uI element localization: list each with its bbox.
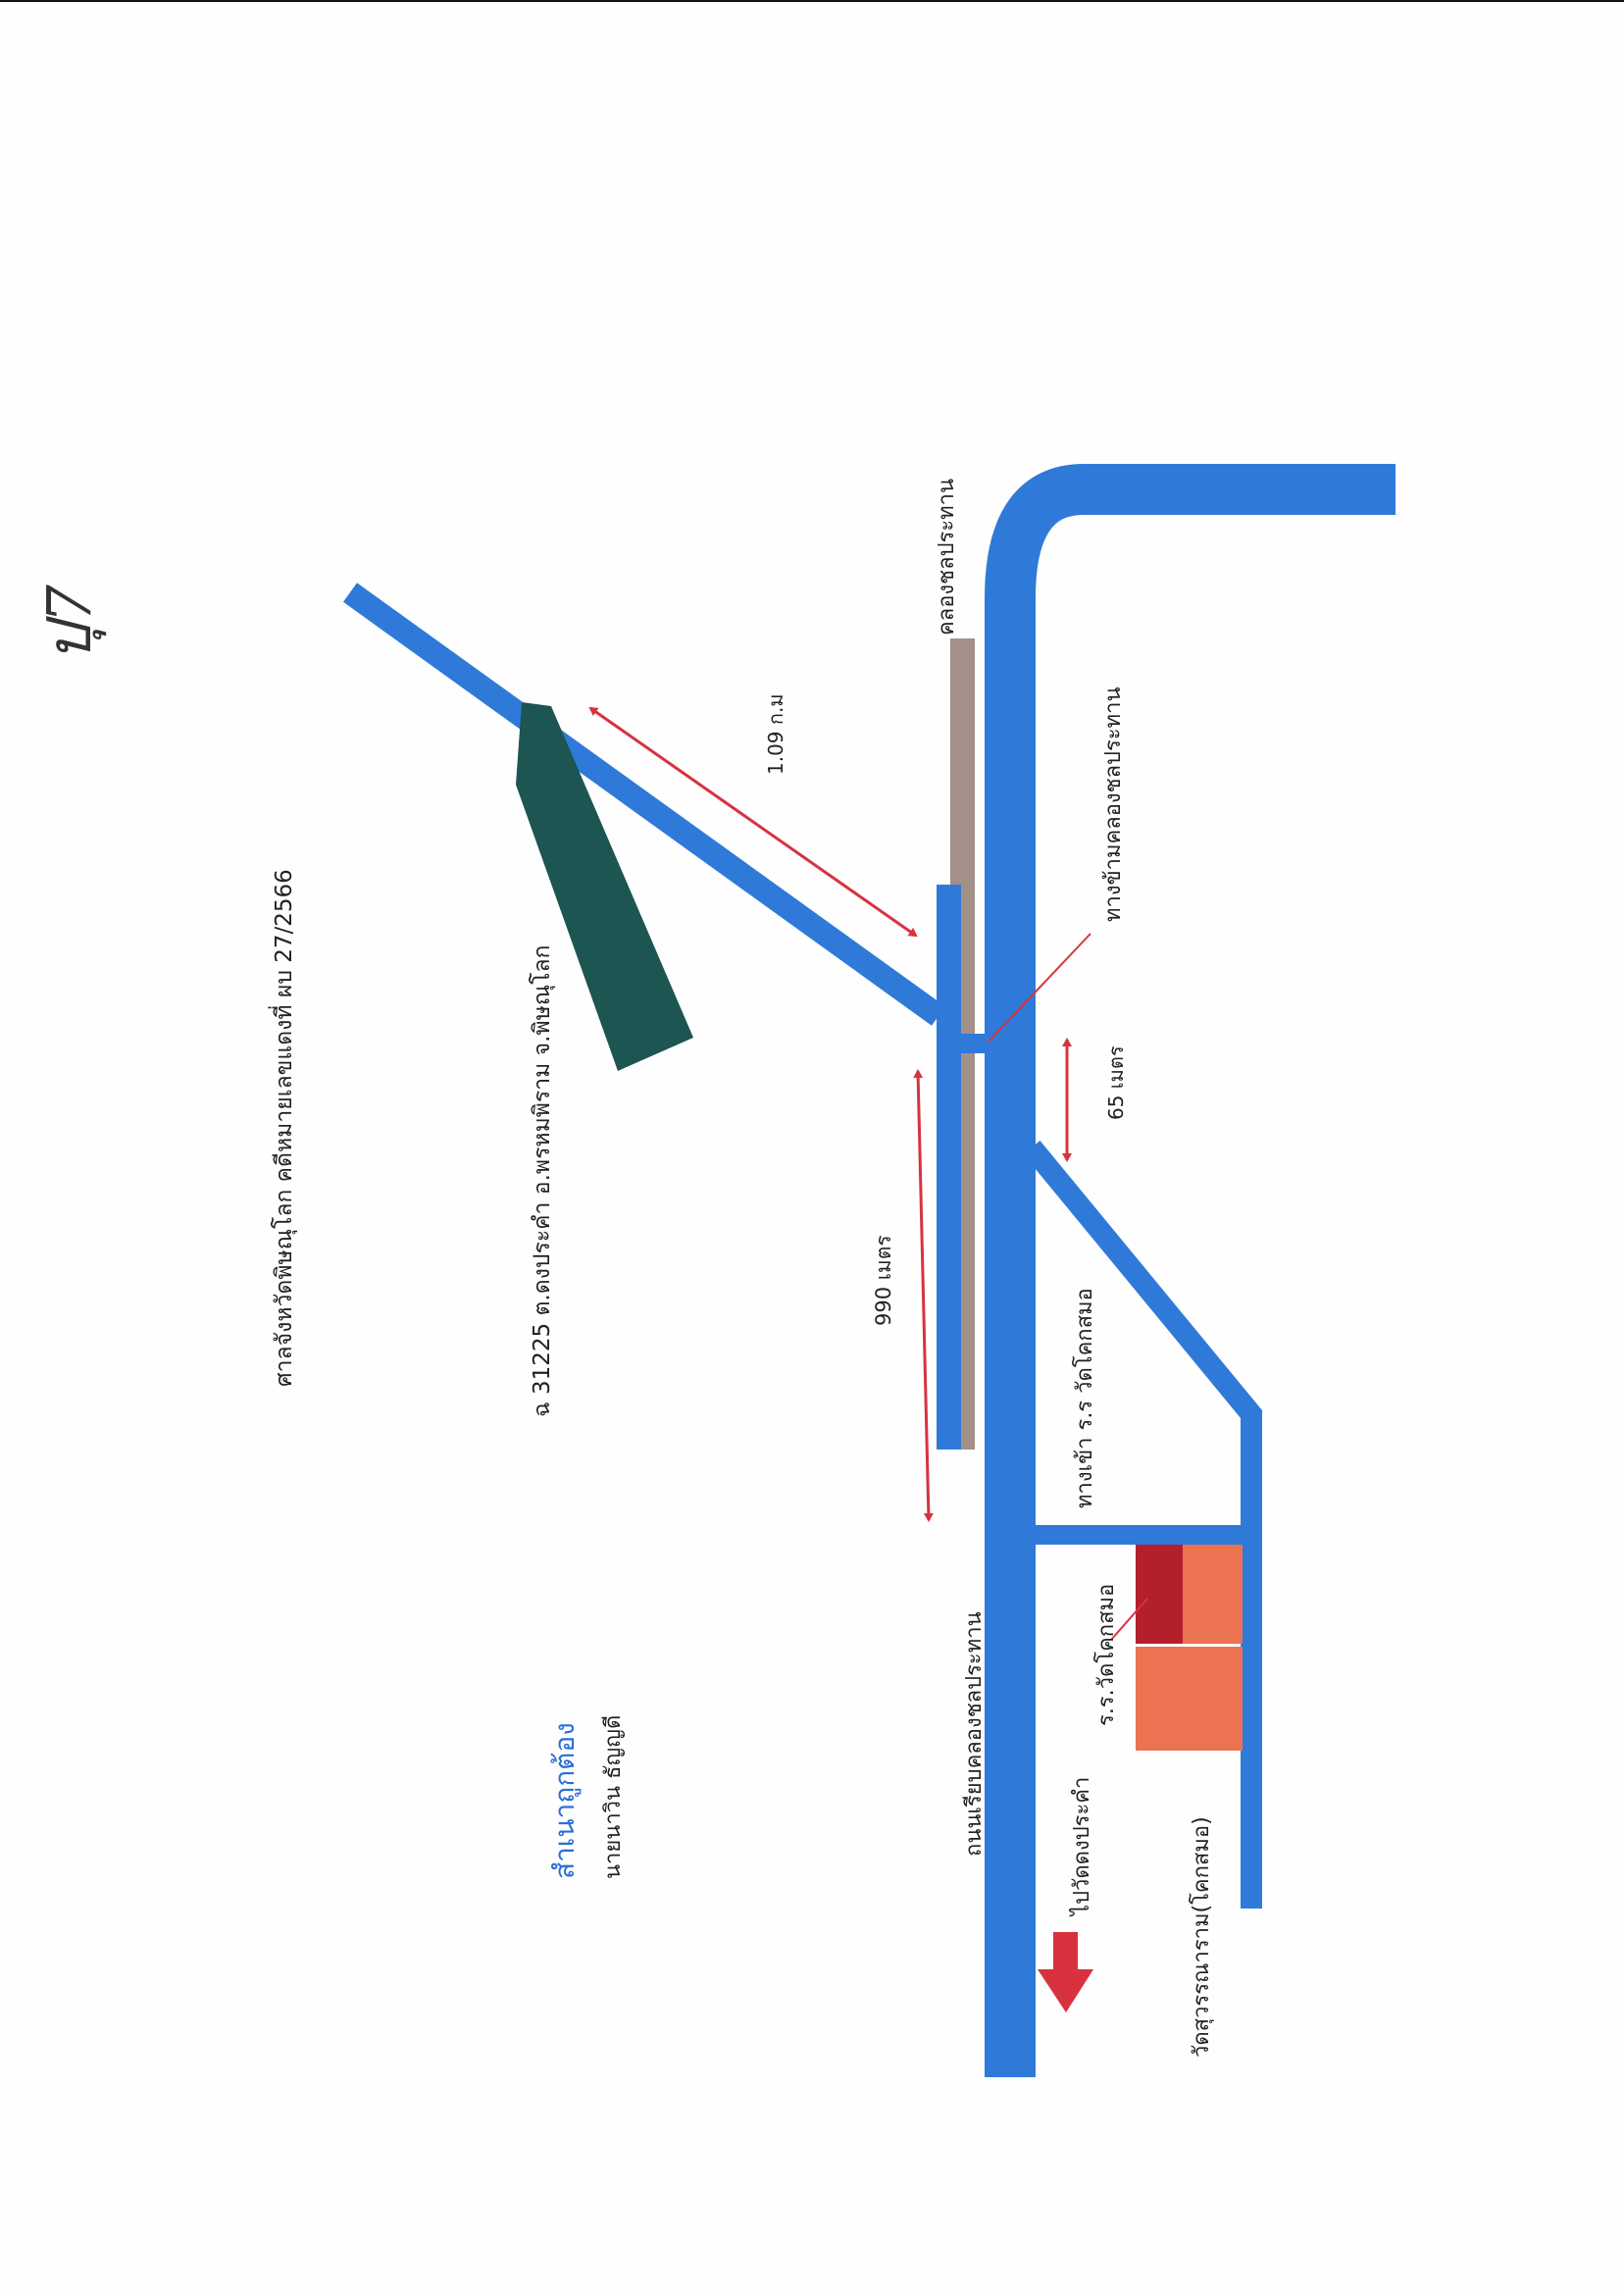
canal-road-label: ถนนเรียบคลองชลประทาน xyxy=(962,1611,987,1857)
canal-label: คลองชลประทาน xyxy=(935,479,959,636)
direction-arrow-icon xyxy=(1038,1932,1093,2012)
direction-label: ไปวัดดงประคำ xyxy=(1069,1777,1094,1917)
top-border-line xyxy=(0,0,1624,2)
main-road xyxy=(985,464,1396,2077)
school-building xyxy=(1183,1545,1243,1644)
court-case-line: ศาลจังหวัดพิษณุโลก คดีหมายเลขแดงที่ ผบ 2… xyxy=(268,869,297,1387)
frontage-road xyxy=(937,885,961,1450)
distance-parcel-label: 1.09 ก.ม xyxy=(764,693,787,775)
certification-title: สำเนาถูกต้อง xyxy=(548,1722,582,1879)
distance-arrow-parcel xyxy=(588,706,918,938)
handwritten-mark: ปุ7 xyxy=(33,585,107,662)
school-pointer xyxy=(1110,1598,1148,1641)
canal-crossing-label: ทางข้ามคลองชลประทาน xyxy=(1101,687,1126,922)
temple-label: วัดสุวรรณาราม(โคกสมอ) xyxy=(1189,1816,1214,2058)
crossing-pointer xyxy=(988,933,1091,1043)
temple-building xyxy=(1136,1647,1243,1751)
school-branch-road xyxy=(1023,1141,1262,1909)
certification-name: นายนาวิน ธัญญดี xyxy=(601,1715,626,1879)
school-entrance-label: ทางเข้า ร.ร วัดโคกสมอ xyxy=(1072,1288,1097,1508)
canal-crossing xyxy=(946,1034,988,1053)
parcel-location-line: ฉ 31225 ต.ดงประคำ อ.พรหมพิราม จ.พิษณุโลก xyxy=(529,945,555,1417)
distance-road-label: 990 เมตร xyxy=(872,1235,895,1326)
distance-arrow-road xyxy=(913,1069,934,1522)
distance-crossing-label: 65 เมตร xyxy=(1104,1045,1128,1120)
school-label: ร.ร.วัดโคกสมอ xyxy=(1093,1584,1119,1726)
school-building-dark xyxy=(1136,1545,1183,1644)
